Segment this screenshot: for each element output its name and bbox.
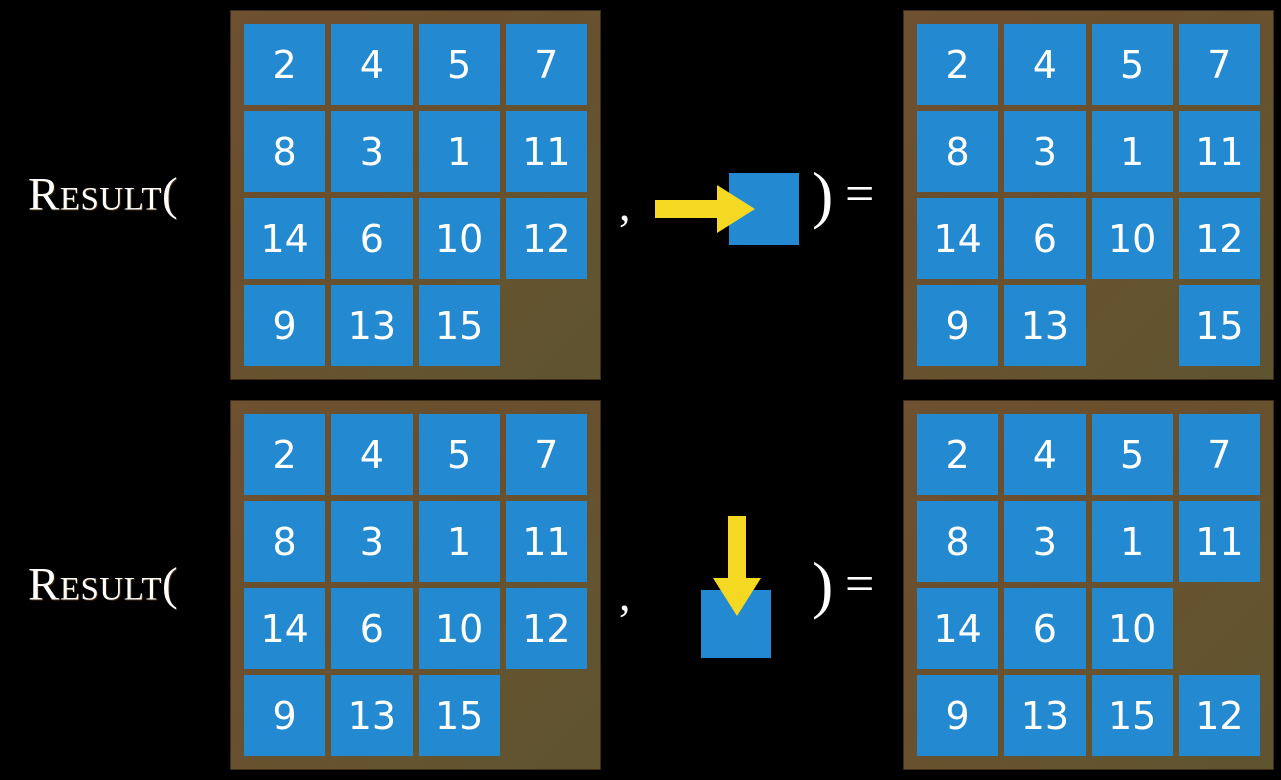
blank-tile[interactable]: [506, 675, 587, 756]
comma-separator: ,: [619, 179, 631, 231]
tile[interactable]: 6: [1004, 588, 1086, 669]
result-function-label: Result(: [28, 558, 179, 611]
tile[interactable]: 13: [331, 285, 413, 366]
tile[interactable]: 1: [418, 501, 500, 582]
tile[interactable]: 8: [917, 501, 999, 582]
tile[interactable]: 3: [1004, 111, 1086, 192]
result-function-label: Result(: [28, 168, 179, 221]
tile[interactable]: 11: [1178, 501, 1260, 582]
tile[interactable]: 6: [1004, 198, 1086, 279]
tile[interactable]: 5: [418, 414, 500, 495]
tile[interactable]: 4: [1004, 414, 1086, 495]
tile[interactable]: 3: [1004, 501, 1086, 582]
tile[interactable]: 1: [418, 111, 500, 192]
board-grid: 2 4 5 7 8 3 1 11 14 6 10 9 13 15 12: [917, 414, 1260, 756]
tile[interactable]: 8: [244, 111, 326, 192]
blank-tile[interactable]: [1179, 588, 1260, 669]
tile[interactable]: 14: [917, 198, 999, 279]
tile[interactable]: 2: [917, 414, 999, 495]
tile[interactable]: 7: [505, 24, 587, 105]
tile[interactable]: 12: [1178, 198, 1260, 279]
tile[interactable]: 9: [244, 285, 326, 366]
equation-row-move-down: Result( 2 4 5 7 8 3 1 11 14 6 10 12 9 13…: [0, 390, 1281, 780]
tile[interactable]: 12: [505, 588, 587, 669]
tile[interactable]: 12: [505, 198, 587, 279]
tile[interactable]: 15: [1178, 285, 1260, 366]
tile[interactable]: 14: [917, 588, 999, 669]
tile[interactable]: 15: [1091, 675, 1173, 756]
close-paren: ): [812, 549, 834, 620]
tile[interactable]: 6: [331, 588, 413, 669]
tile[interactable]: 3: [331, 111, 413, 192]
board-grid: 2 4 5 7 8 3 1 11 14 6 10 12 9 13 15: [244, 24, 587, 366]
tile[interactable]: 5: [1091, 414, 1173, 495]
tile[interactable]: 11: [1178, 111, 1260, 192]
tile[interactable]: 13: [1004, 675, 1086, 756]
equals-sign: =: [845, 166, 875, 223]
tile[interactable]: 10: [1091, 588, 1173, 669]
tile[interactable]: 15: [418, 675, 500, 756]
comma-separator: ,: [619, 569, 631, 621]
tile[interactable]: 8: [917, 111, 999, 192]
tile[interactable]: 12: [1178, 675, 1260, 756]
tile[interactable]: 2: [244, 24, 326, 105]
tile[interactable]: 1: [1091, 501, 1173, 582]
arrow-down-icon: [713, 516, 761, 616]
blank-tile[interactable]: [1092, 285, 1173, 366]
tile[interactable]: 11: [505, 111, 587, 192]
tile[interactable]: 6: [331, 198, 413, 279]
arrow-right-icon: [655, 185, 755, 233]
tile[interactable]: 9: [917, 675, 999, 756]
equals-sign: =: [845, 556, 875, 613]
result-state-board: 2 4 5 7 8 3 1 11 14 6 10 12 9 13 15: [904, 11, 1273, 379]
tile[interactable]: 1: [1091, 111, 1173, 192]
tile[interactable]: 2: [244, 414, 326, 495]
tile[interactable]: 11: [505, 501, 587, 582]
close-paren: ): [812, 159, 834, 230]
initial-state-board: 2 4 5 7 8 3 1 11 14 6 10 12 9 13 15: [231, 401, 600, 769]
tile[interactable]: 13: [331, 675, 413, 756]
tile[interactable]: 5: [418, 24, 500, 105]
tile[interactable]: 4: [331, 24, 413, 105]
tile[interactable]: 5: [1091, 24, 1173, 105]
tile[interactable]: 7: [1178, 414, 1260, 495]
tile[interactable]: 4: [331, 414, 413, 495]
tile[interactable]: 7: [1178, 24, 1260, 105]
tile[interactable]: 7: [505, 414, 587, 495]
tile[interactable]: 3: [331, 501, 413, 582]
tile[interactable]: 8: [244, 501, 326, 582]
blank-tile[interactable]: [506, 285, 587, 366]
equation-row-move-right: Result( 2 4 5 7 8 3 1 11 14 6 10 12 9 13…: [28, 11, 1273, 379]
board-grid: 2 4 5 7 8 3 1 11 14 6 10 12 9 13 15: [244, 414, 587, 756]
board-grid: 2 4 5 7 8 3 1 11 14 6 10 12 9 13 15: [917, 24, 1260, 366]
tile[interactable]: 9: [917, 285, 999, 366]
tile[interactable]: 15: [418, 285, 500, 366]
initial-state-board: 2 4 5 7 8 3 1 11 14 6 10 12 9 13 15: [231, 11, 600, 379]
tile[interactable]: 10: [418, 198, 500, 279]
tile[interactable]: 14: [244, 198, 326, 279]
tile[interactable]: 14: [244, 588, 326, 669]
tile[interactable]: 10: [1091, 198, 1173, 279]
tile[interactable]: 10: [418, 588, 500, 669]
tile[interactable]: 4: [1004, 24, 1086, 105]
tile[interactable]: 13: [1004, 285, 1086, 366]
tile[interactable]: 2: [917, 24, 999, 105]
result-state-board: 2 4 5 7 8 3 1 11 14 6 10 9 13 15 12: [904, 401, 1273, 769]
tile[interactable]: 9: [244, 675, 326, 756]
